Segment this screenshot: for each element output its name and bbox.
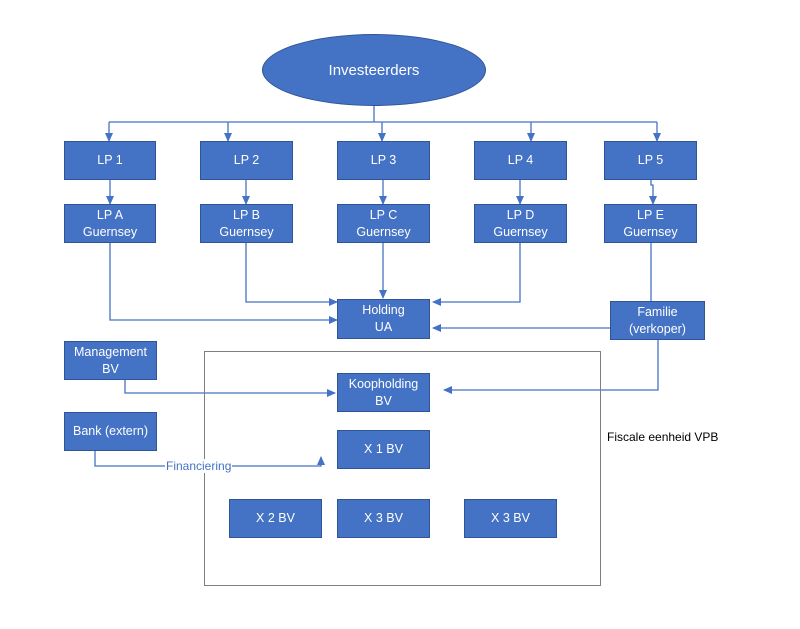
bank-node: Bank (extern) [64,412,157,451]
lp4-label: LP 4 [507,153,534,167]
familie-node: Familie (verkoper) [610,301,705,340]
holding-ua-label: Holding UA [362,303,405,334]
lpe-guernsey-node: LP E Guernsey [604,204,697,243]
x2-bv-label: X 2 BV [256,511,295,525]
lpb-guernsey-label: LP B Guernsey [219,207,274,239]
holding-ua-node: Holding UA [337,299,430,339]
lpa-guernsey-label: LP A Guernsey [82,207,138,239]
lpe-guernsey-label: LP E Guernsey [623,207,678,239]
connector-lpb-holding [245,243,338,306]
lp1-node: LP 1 [64,141,156,180]
bank-label: Bank (extern) [72,424,149,438]
management-bv-label: Management BV [74,344,147,376]
lpa-guernsey-node: LP A Guernsey [64,204,156,243]
lpb-guernsey-node: LP B Guernsey [200,204,293,243]
connector-lp5-lpe [649,180,657,205]
lpc-guernsey-node: LP C Guernsey [337,204,430,243]
lp3-label: LP 3 [370,153,397,167]
connector-lpa-holding [109,243,338,324]
x3-bv-node-2: X 3 BV [464,499,557,538]
lpd-guernsey-node: LP D Guernsey [474,204,567,243]
lp5-node: LP 5 [604,141,697,180]
management-bv-node: Management BV [64,341,157,380]
lp1-label: LP 1 [97,153,123,167]
x3-bv-label-2: X 3 BV [491,511,530,525]
lp5-label: LP 5 [637,153,664,167]
fiscal-unit-label: Fiscale eenheid VPB [607,430,719,444]
connector-management-koopholding [124,380,336,397]
lp3-node: LP 3 [337,141,430,180]
investors-label: Investeerders [328,61,420,79]
koopholding-bv-node: Koopholding BV [337,373,430,412]
x1-bv-label: X 1 BV [364,442,403,456]
x3-bv-node-1: X 3 BV [337,499,430,538]
lpd-guernsey-label: LP D Guernsey [493,207,548,239]
lp4-node: LP 4 [474,141,567,180]
x3-bv-label-1: X 3 BV [364,511,403,525]
connector-familie-koopholding [443,340,659,394]
lpc-guernsey-label: LP C Guernsey [356,207,411,239]
lp2-label: LP 2 [233,153,260,167]
koopholding-bv-label: Koopholding BV [348,376,419,408]
financing-label: Financiering [165,459,233,473]
familie-label: Familie (verkoper) [629,304,686,336]
x1-bv-node: X 1 BV [337,430,430,469]
x2-bv-node: X 2 BV [229,499,322,538]
lp2-node: LP 2 [200,141,293,180]
investors-node: Investeerders [262,34,486,106]
connector-lpd-holding [432,243,521,306]
